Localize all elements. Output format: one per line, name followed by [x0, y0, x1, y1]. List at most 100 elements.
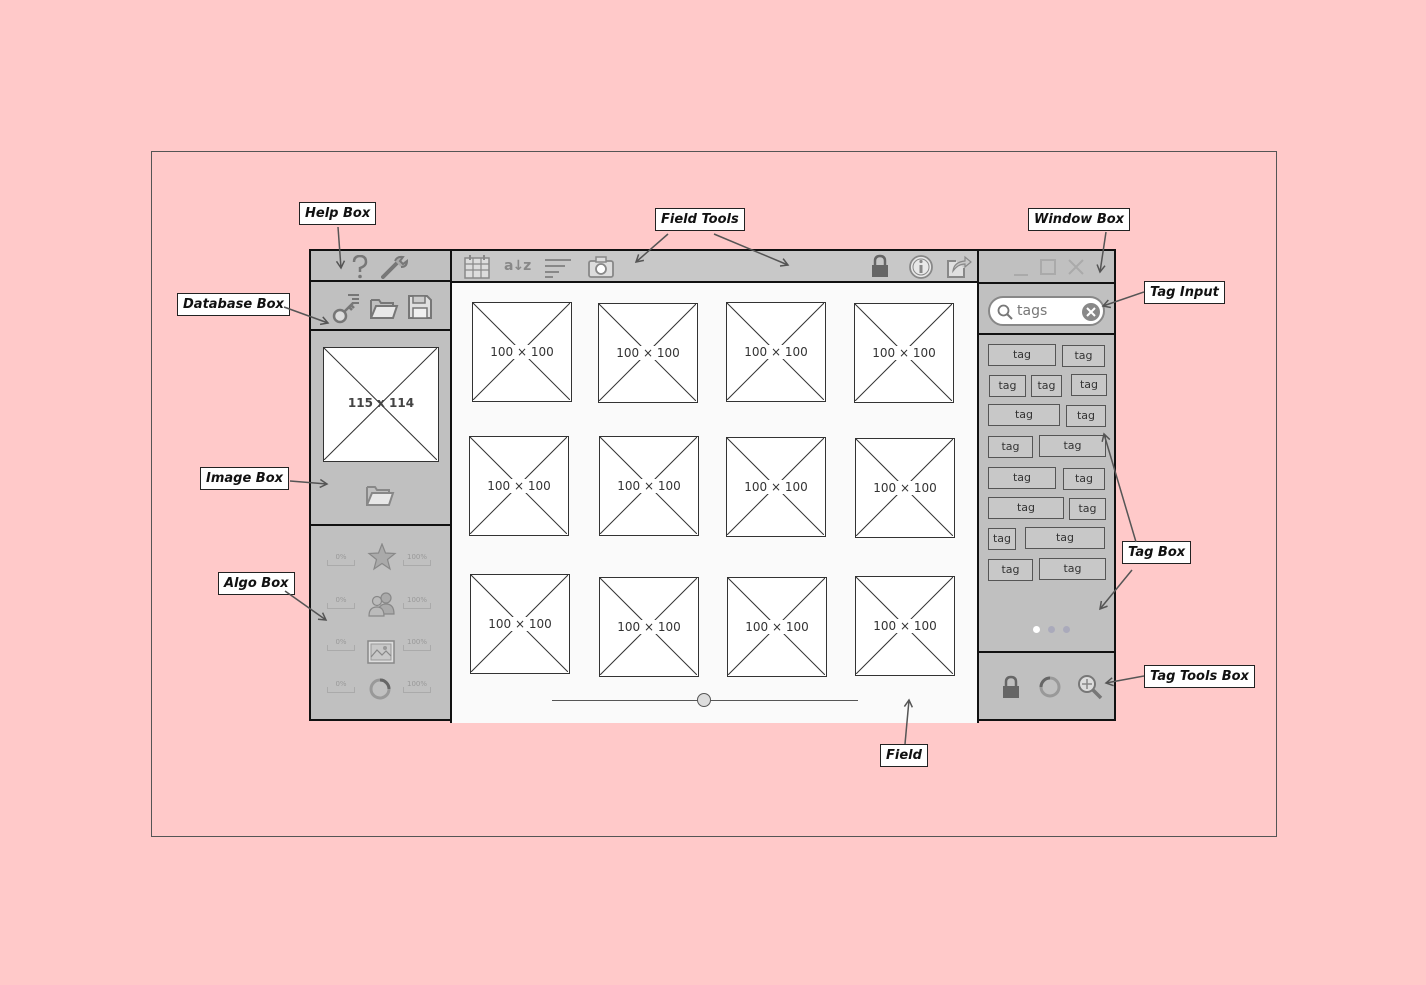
- tag-lock-icon[interactable]: [1001, 675, 1021, 703]
- tag-chip[interactable]: tag: [988, 467, 1056, 489]
- arrow-field-tools-right: [713, 233, 790, 267]
- callout-field-tools: Field Tools: [655, 208, 745, 231]
- tag-chip[interactable]: tag: [1063, 468, 1105, 490]
- tag-chip[interactable]: tag: [1071, 374, 1107, 396]
- close-icon[interactable]: [1067, 258, 1085, 280]
- image-box-divider: [311, 524, 450, 526]
- thumbnail[interactable]: 100 × 100: [726, 437, 826, 537]
- database-box-divider: [311, 329, 450, 331]
- calendar-grid-icon[interactable]: [464, 255, 490, 283]
- thumbnail[interactable]: 100 × 100: [469, 436, 569, 536]
- tag-chip[interactable]: tag: [988, 404, 1060, 426]
- algo-row-3-max: 100%: [406, 638, 427, 646]
- maximize-icon[interactable]: [1039, 258, 1057, 280]
- database-key-icon[interactable]: [331, 292, 361, 328]
- thumbnail-label: 100 × 100: [486, 479, 552, 493]
- tag-zoom-icon[interactable]: [1077, 674, 1103, 704]
- page-frame: [151, 151, 1277, 837]
- tag-chip[interactable]: tag: [1039, 558, 1106, 580]
- thumbnail[interactable]: 100 × 100: [599, 436, 699, 536]
- thumbnail-label: 100 × 100: [743, 345, 809, 359]
- thumbnail[interactable]: 100 × 100: [726, 302, 826, 402]
- field-tools-toolbar: a↓z: [450, 251, 979, 283]
- share-icon[interactable]: [946, 254, 972, 284]
- thumbnail-label: 100 × 100: [489, 345, 555, 359]
- arrow-field-tools-left: [634, 233, 669, 263]
- thumbnail-label: 100 × 100: [872, 619, 938, 633]
- callout-field: Field: [880, 744, 928, 767]
- thumbnail[interactable]: 100 × 100: [727, 577, 827, 677]
- tag-page-dot[interactable]: [1048, 626, 1055, 633]
- tag-search-input[interactable]: tags: [988, 296, 1105, 326]
- callout-tag-tools-box: Tag Tools Box: [1144, 665, 1255, 688]
- tag-chip[interactable]: tag: [988, 528, 1016, 550]
- tag-page-dot[interactable]: [1063, 626, 1070, 633]
- tag-chip[interactable]: tag: [988, 344, 1056, 366]
- zoom-slider-handle[interactable]: [697, 693, 711, 707]
- tag-chip[interactable]: tag: [988, 436, 1033, 458]
- algo-row-2-min: 0%: [335, 596, 347, 604]
- algo-row-4-min-slider[interactable]: [327, 687, 355, 693]
- image-preview-label: 115 x 114: [347, 396, 415, 410]
- sort-lines-icon[interactable]: [544, 258, 572, 282]
- algo-row-1-max-slider[interactable]: [403, 560, 431, 566]
- thumbnail[interactable]: 100 × 100: [470, 574, 570, 674]
- help-icon[interactable]: [351, 254, 369, 283]
- tag-search-placeholder: tags: [1017, 303, 1048, 319]
- info-icon[interactable]: [908, 254, 934, 284]
- thumbnail[interactable]: 100 × 100: [855, 576, 955, 676]
- tag-chip[interactable]: tag: [1069, 498, 1106, 520]
- algo-row-3-min-slider[interactable]: [327, 645, 355, 651]
- callout-database-box: Database Box: [177, 293, 290, 316]
- tag-chip[interactable]: tag: [1066, 405, 1106, 427]
- algo-row-3-min: 0%: [335, 638, 347, 646]
- lock-icon[interactable]: [870, 254, 890, 282]
- algo-row-2-min-slider[interactable]: [327, 603, 355, 609]
- spinner-icon[interactable]: [368, 677, 392, 705]
- thumbnail[interactable]: 100 × 100: [855, 438, 955, 538]
- thumbnail[interactable]: 100 × 100: [598, 303, 698, 403]
- field: 100 × 100 100 × 100 100 × 100 100 × 100 100 …: [450, 283, 979, 723]
- thumbnail[interactable]: 100 × 100: [472, 302, 572, 402]
- algo-row-2-max: 100%: [406, 596, 427, 604]
- image-icon[interactable]: [367, 640, 395, 668]
- camera-icon[interactable]: [588, 256, 614, 282]
- tag-chip[interactable]: tag: [988, 497, 1064, 519]
- tag-chip[interactable]: tag: [1031, 375, 1062, 397]
- algo-row-1-min: 0%: [335, 553, 347, 561]
- algo-row-3-max-slider[interactable]: [403, 645, 431, 651]
- tag-page-dot-active[interactable]: [1033, 626, 1040, 633]
- algo-row-4-max-slider[interactable]: [403, 687, 431, 693]
- thumbnail-label: 100 × 100: [744, 620, 810, 634]
- tag-chip[interactable]: tag: [1025, 527, 1105, 549]
- tag-chip[interactable]: tag: [1062, 345, 1105, 367]
- image-folder-icon[interactable]: [365, 483, 395, 511]
- tag-chip[interactable]: tag: [988, 559, 1033, 581]
- star-icon[interactable]: [367, 542, 397, 575]
- tag-chip[interactable]: tag: [989, 375, 1026, 397]
- thumbnail[interactable]: 100 × 100: [854, 303, 954, 403]
- tag-box-divider: [979, 651, 1116, 653]
- folder-open-icon[interactable]: [369, 296, 399, 324]
- arrow-tag-box-down: [1099, 569, 1133, 611]
- clear-icon[interactable]: [1081, 302, 1101, 322]
- algo-row-2-max-slider[interactable]: [403, 603, 431, 609]
- users-icon[interactable]: [368, 590, 396, 622]
- thumbnail[interactable]: 100 × 100: [599, 577, 699, 677]
- window-box-divider: [979, 282, 1116, 284]
- save-icon[interactable]: [407, 294, 433, 324]
- arrow-tag-tools-box: [1104, 675, 1145, 687]
- callout-image-box: Image Box: [200, 467, 290, 490]
- algo-row-1-min-slider[interactable]: [327, 560, 355, 566]
- sort-alpha-icon[interactable]: a↓z: [504, 258, 531, 274]
- callout-tag-input: Tag Input: [1144, 281, 1225, 304]
- tag-chip[interactable]: tag: [1039, 435, 1106, 457]
- arrow-tag-input: [1101, 291, 1145, 309]
- thumbnail-label: 100 × 100: [487, 617, 553, 631]
- algo-row-4-max: 100%: [406, 680, 427, 688]
- arrow-window-box: [1096, 231, 1107, 274]
- tag-spinner-icon[interactable]: [1038, 675, 1062, 703]
- minimize-icon[interactable]: [1013, 261, 1029, 281]
- wrench-icon[interactable]: [381, 255, 409, 283]
